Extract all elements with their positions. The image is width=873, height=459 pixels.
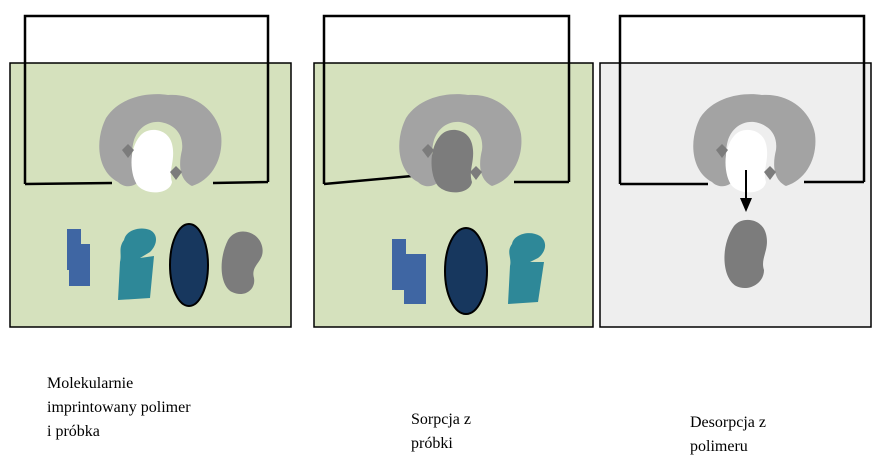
- caption-line: i próbka: [47, 423, 100, 440]
- panel-2-notch-right: [470, 166, 482, 180]
- caption-imprinted-polymer-and-sample: Molekularnie imprintowany polimer i prób…: [47, 372, 191, 444]
- panel-3-notch-right: [764, 166, 776, 180]
- panel-3-empty-cavity: [725, 129, 768, 193]
- panel-2-container-outline: [322, 14, 571, 186]
- panel-2-teal-shape: [508, 233, 546, 304]
- panel-3: [599, 14, 872, 328]
- panel-2-blue-block: [392, 239, 426, 304]
- panel-1-container-outline: [23, 14, 270, 186]
- panel-1-polymer: [99, 94, 222, 187]
- panel-2-navy-ellipse: [444, 227, 488, 315]
- caption-desorption-from-polymer: Desorpcja z polimeru: [690, 411, 766, 459]
- panel-2-notch-left: [422, 144, 434, 158]
- caption-line: imprintowany polimer: [47, 399, 191, 416]
- caption-line: Sorpcja z: [411, 411, 471, 428]
- panel-1-cavity: [131, 129, 174, 193]
- panel-1-notch-right: [170, 166, 182, 180]
- caption-line: polimeru: [690, 438, 748, 455]
- caption-line: Molekularnie: [47, 375, 134, 392]
- panel-3-container-outline: [618, 14, 866, 186]
- panel-1-notch-left: [122, 144, 134, 158]
- release-arrow-head: [740, 198, 752, 212]
- panel-2-bound-template: [431, 129, 474, 193]
- panel-2-polymer: [399, 94, 522, 187]
- caption-line: próbki: [411, 435, 453, 452]
- panel-2: [313, 14, 594, 328]
- panel-1-teal-shape: [118, 228, 156, 300]
- caption-sorption-from-sample: Sorpcja z próbki: [411, 408, 471, 456]
- panel-1: [9, 14, 292, 328]
- panel-1-blue-block: [67, 229, 90, 286]
- caption-line: Desorpcja z: [690, 414, 766, 431]
- panel-1-navy-ellipse: [169, 223, 209, 307]
- panel-3-released-template: [724, 219, 767, 289]
- panel-3-notch-left: [716, 144, 728, 158]
- panel-1-gray-template: [221, 231, 263, 295]
- panel-3-polymer: [693, 94, 816, 187]
